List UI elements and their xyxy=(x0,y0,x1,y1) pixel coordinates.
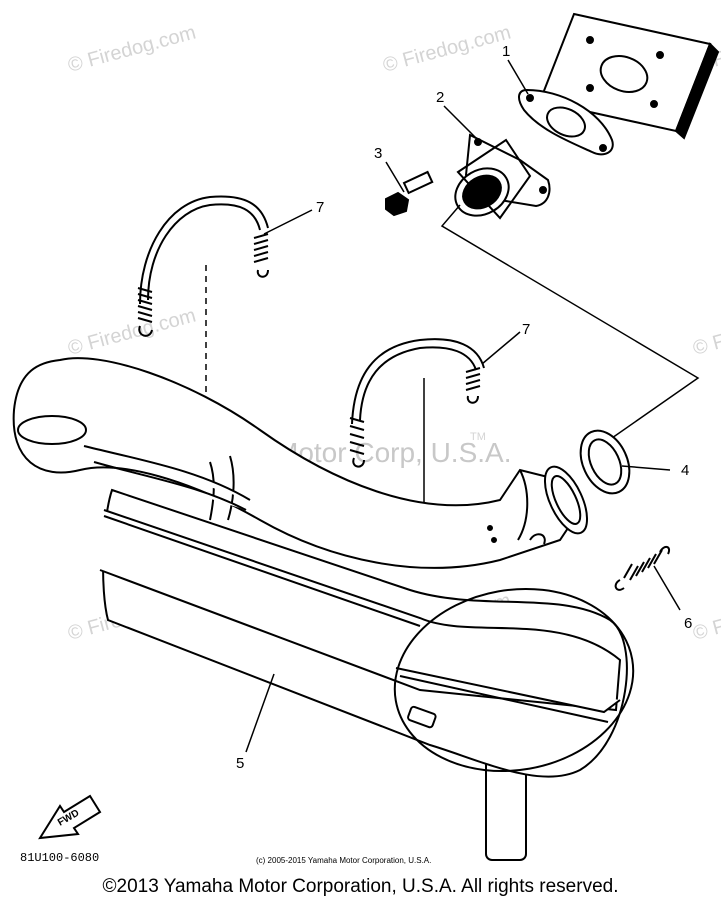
part-spring-upper xyxy=(137,195,269,337)
part-spacer-plate xyxy=(538,12,720,140)
part-number-3: 3 xyxy=(374,145,382,162)
part-number-5: 5 xyxy=(236,755,244,772)
part-spring-lower xyxy=(349,338,485,468)
part-exhaust-joint xyxy=(454,133,551,220)
footer-copyright: ©2013 Yamaha Motor Corporation, U.S.A. A… xyxy=(102,876,619,897)
fwd-arrow-icon: FWD xyxy=(38,794,102,840)
watermark-site: © Firedog.com xyxy=(381,22,514,77)
watermark-site: © Firedog.com xyxy=(691,590,721,645)
part-number-4: 4 xyxy=(681,462,689,479)
part-muffler xyxy=(12,357,635,861)
watermark-site: © Firedog.com xyxy=(691,305,721,360)
part-bolt xyxy=(385,170,434,217)
watermark-site: © Firedog.com xyxy=(66,22,199,77)
part-spring-small xyxy=(614,546,670,591)
part-number-7: 7 xyxy=(522,321,530,338)
watermark-tm: TM xyxy=(470,431,486,443)
part-number-1: 1 xyxy=(502,43,510,60)
part-number-7: 7 xyxy=(316,199,324,216)
part-gasket xyxy=(518,88,614,156)
leader-lines xyxy=(245,59,681,753)
part-gasket-ring xyxy=(579,429,631,495)
watermark-site: © Firedog.com xyxy=(66,305,199,360)
part-number-6: 6 xyxy=(684,615,692,632)
small-copyright: (c) 2005-2015 Yamaha Motor Corporation, … xyxy=(256,856,432,865)
diagram-code: 81U100-6080 xyxy=(20,851,100,865)
part-number-2: 2 xyxy=(436,89,444,106)
